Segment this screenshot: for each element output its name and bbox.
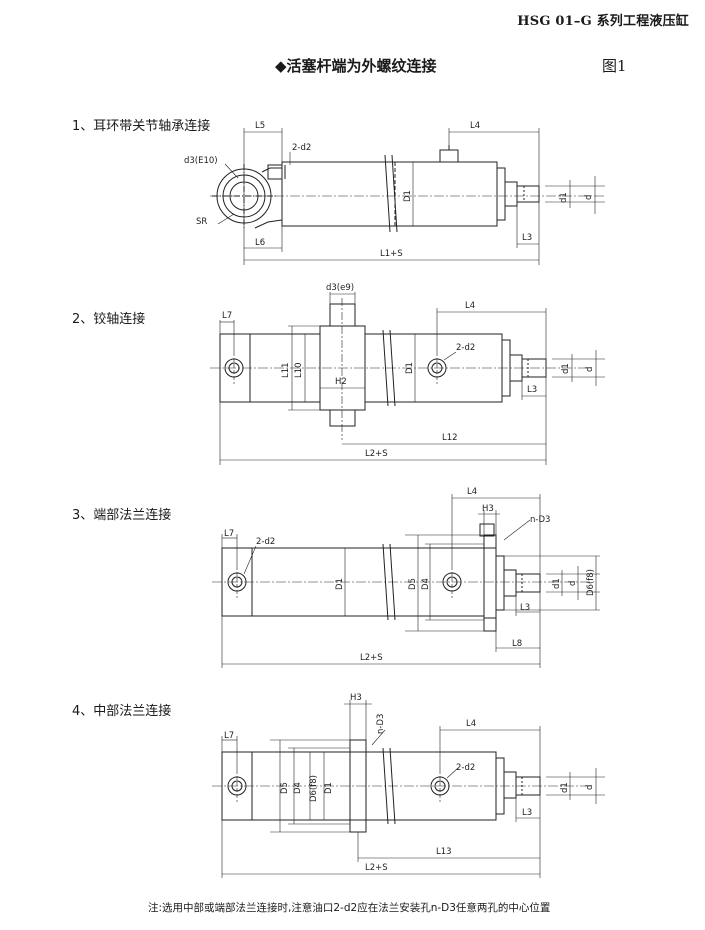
dim-2-D1: D1 xyxy=(405,362,415,374)
dim-2-L11: L11 xyxy=(281,362,291,378)
dim-4-L7: L7 xyxy=(224,731,234,741)
dim-4-dL: d1 xyxy=(560,782,570,793)
dim-3-d: d xyxy=(568,581,578,586)
dim-3-L4: L4 xyxy=(467,487,477,497)
dim-1-SR: SR xyxy=(196,217,207,227)
dim-4-d: d xyxy=(585,785,595,790)
drawing-3 xyxy=(212,494,600,668)
section-1-label: 1、耳环带关节轴承连接 xyxy=(72,119,211,134)
dim-2-L2S: L2+S xyxy=(365,449,388,459)
footnote: 注:选用中部或端部法兰连接时,注意油口2-d2应在法兰安装孔n-D3任意两孔的中… xyxy=(148,902,551,914)
dim-4-D6: D6(f8) xyxy=(309,775,319,802)
page-title: ◆活塞杆端为外螺纹连接 xyxy=(275,57,437,75)
dim-2-L3: L3 xyxy=(527,385,537,395)
dim-3-L8: L8 xyxy=(512,639,522,649)
section-2-label: 2、铰轴连接 xyxy=(72,312,146,327)
dim-1-d: d xyxy=(584,195,594,200)
dim-3-H3: H3 xyxy=(482,504,494,514)
dim-1-d2: 2-d2 xyxy=(292,143,311,153)
dim-1-L3: L3 xyxy=(522,233,532,243)
dim-3-L7: L7 xyxy=(224,529,234,539)
dim-4-d2: 2-d2 xyxy=(456,763,475,773)
dim-2-d2: 2-d2 xyxy=(456,343,475,353)
dim-2-dL: d1 xyxy=(561,363,571,374)
dim-4-L2S: L2+S xyxy=(365,863,388,873)
dim-4-H3: H3 xyxy=(350,693,362,703)
drawing-4 xyxy=(212,700,605,878)
dim-3-L2S: L2+S xyxy=(360,653,383,663)
dim-1-L4: L4 xyxy=(470,121,480,131)
dim-2-H2: H2 xyxy=(335,377,347,387)
dim-2-L4: L4 xyxy=(465,301,475,311)
series-header: HSG 01–G 系列工程液压缸 xyxy=(517,14,689,29)
section-4-label: 4、中部法兰连接 xyxy=(72,704,172,719)
dim-1-D1: D1 xyxy=(403,190,413,202)
dim-4-D1: D1 xyxy=(324,782,334,794)
figure-number: 图1 xyxy=(602,57,627,75)
drawing-2 xyxy=(210,292,605,465)
dim-4-L4: L4 xyxy=(466,719,476,729)
dim-2-L12: L12 xyxy=(442,433,458,443)
dim-2-L10: L10 xyxy=(294,362,304,378)
dim-2-L7: L7 xyxy=(222,311,232,321)
dim-1-L6: L6 xyxy=(255,238,265,248)
dim-3-D4: D4 xyxy=(421,578,431,590)
dim-2-d3: d3(e9) xyxy=(326,283,354,293)
dim-1-d3: d3(E10) xyxy=(184,156,218,166)
dim-1-L5: L5 xyxy=(255,121,265,131)
drawing-1 xyxy=(210,128,605,265)
dim-4-D4: D4 xyxy=(293,782,303,794)
section-3-label: 3、端部法兰连接 xyxy=(72,508,172,523)
dim-3-dL: d1 xyxy=(552,578,562,589)
dim-3-L3: L3 xyxy=(520,603,530,613)
dim-1-L1S: L1+S xyxy=(380,249,403,259)
dim-3-nD3: n-D3 xyxy=(530,515,550,525)
dim-4-D5: D5 xyxy=(280,782,290,794)
dim-2-d: d xyxy=(585,367,595,372)
dim-4-L3: L3 xyxy=(522,808,532,818)
dim-4-L13: L13 xyxy=(436,847,452,857)
dim-3-D1: D1 xyxy=(335,578,345,590)
dim-1-dL: d1 xyxy=(559,192,569,203)
dim-3-d2: 2-d2 xyxy=(256,537,275,547)
dim-3-D5: D5 xyxy=(408,578,418,590)
dim-3-D6: D6(f8) xyxy=(586,569,596,596)
dim-4-nD3: n-D3 xyxy=(376,714,386,734)
